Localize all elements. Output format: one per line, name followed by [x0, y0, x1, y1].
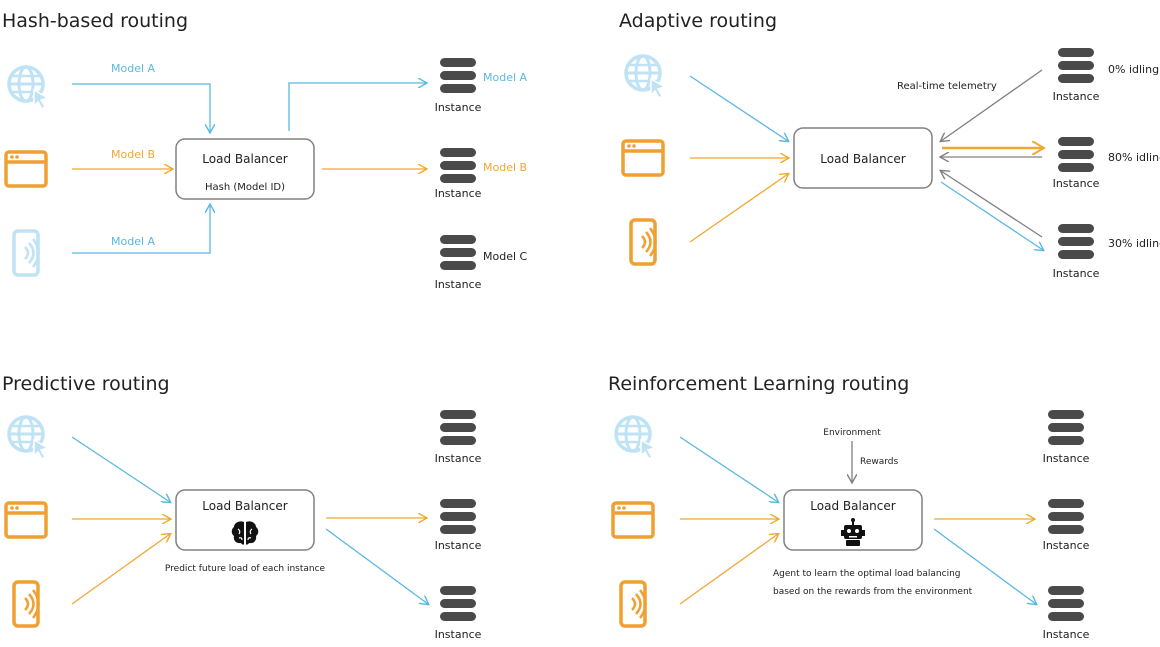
server-icon	[1048, 586, 1084, 621]
load-balancer-box	[175, 138, 315, 200]
server-icon	[1058, 48, 1094, 83]
adaptive-title: Adaptive routing	[619, 10, 777, 32]
lb-label: Load Balancer	[202, 499, 287, 513]
arrow-phone-to-lb	[689, 174, 788, 243]
out-label-model-b: Model B	[483, 161, 527, 174]
lb-label: Load Balancer	[810, 499, 895, 513]
arrow-globe-to-lb	[72, 83, 210, 132]
in-label-model-a-2: Model A	[111, 235, 156, 248]
panel-adaptive: Adaptive routing Load Balancer Real-time…	[619, 10, 1160, 280]
panel-predictive: Predictive routing Load Balancer Predict…	[2, 373, 482, 641]
idle-label-instance-3: 30% idling	[1108, 237, 1160, 250]
server-icon	[1058, 137, 1094, 172]
phone-icon	[619, 580, 648, 628]
phone-icon	[12, 229, 41, 277]
arrow-telemetry-instance-1	[941, 69, 1043, 141]
arrow-phone-to-lb	[71, 534, 170, 605]
server-icon	[440, 148, 476, 183]
environment-label: Environment	[823, 428, 881, 438]
globe-icon	[7, 65, 50, 111]
server-icon	[440, 58, 476, 93]
globe-icon	[624, 54, 667, 100]
browser-icon	[611, 501, 655, 539]
instance-label: Instance	[1053, 90, 1100, 103]
server-icon	[440, 586, 476, 621]
hash-title: Hash-based routing	[2, 10, 188, 32]
idle-label-instance-1: 0% idling	[1108, 63, 1159, 76]
globe-icon	[7, 415, 50, 461]
server-icon	[1048, 410, 1084, 445]
instance-label: Instance	[435, 628, 482, 641]
server-icon	[440, 410, 476, 445]
phone-icon	[12, 580, 41, 628]
panel-rl: Reinforcement Learning routing Environme…	[608, 373, 1090, 641]
predict-note: Predict future load of each instance	[165, 564, 326, 574]
arrow-phone-to-lb	[72, 205, 210, 254]
panel-hash-based: Hash-based routing Model A Model B Model…	[2, 10, 528, 291]
instance-label: Instance	[435, 539, 482, 552]
idle-label-instance-2: 80% idling	[1108, 151, 1160, 164]
brain-icon	[231, 521, 259, 545]
server-icon	[1048, 499, 1084, 534]
in-label-model-b: Model B	[111, 148, 155, 161]
instance-label: Instance	[1043, 628, 1090, 641]
telemetry-label: Real-time telemetry	[897, 81, 997, 92]
server-icon	[440, 499, 476, 534]
arrow-lb-to-instance-3	[325, 528, 428, 604]
arrow-lb-to-instance-1	[288, 83, 426, 131]
instance-label: Instance	[435, 452, 482, 465]
arrow-globe-to-lb	[71, 436, 170, 502]
instance-label: Instance	[435, 101, 482, 114]
out-label-model-c: Model C	[483, 250, 528, 263]
rl-note-line-1: Agent to learn the optimal load balancin…	[773, 569, 961, 579]
load-balancer-box	[175, 489, 315, 551]
rl-note-line-2: based on the rewards from the environmen…	[773, 587, 973, 597]
globe-icon	[614, 415, 657, 461]
arrow-globe-to-lb	[689, 75, 788, 141]
load-balancer-box	[793, 127, 933, 189]
instance-label: Instance	[435, 278, 482, 291]
instance-label: Instance	[1043, 452, 1090, 465]
in-label-model-a: Model A	[111, 62, 156, 75]
instance-label: Instance	[435, 187, 482, 200]
out-label-model-a: Model A	[483, 71, 528, 84]
instance-label: Instance	[1053, 177, 1100, 190]
arrow-phone-to-lb	[679, 534, 778, 605]
phone-icon	[629, 218, 658, 266]
rl-title: Reinforcement Learning routing	[608, 373, 909, 395]
instance-label: Instance	[1053, 267, 1100, 280]
rewards-label: Rewards	[860, 457, 899, 467]
arrow-telemetry-instance-3	[941, 171, 1043, 238]
browser-icon	[4, 150, 48, 188]
server-icon	[1058, 224, 1094, 259]
arrow-lb-to-instance-3	[933, 528, 1036, 604]
predictive-title: Predictive routing	[2, 373, 170, 395]
instance-label: Instance	[1043, 539, 1090, 552]
lb-label: Load Balancer	[820, 152, 905, 166]
browser-icon	[621, 139, 665, 177]
server-icon	[440, 235, 476, 270]
browser-icon	[4, 501, 48, 539]
arrow-lb-to-instance-3	[940, 181, 1043, 250]
lb-hash-label: Hash (Model ID)	[205, 182, 285, 193]
arrow-globe-to-lb	[679, 436, 778, 502]
robot-icon	[841, 518, 865, 546]
lb-label: Load Balancer	[202, 152, 287, 166]
